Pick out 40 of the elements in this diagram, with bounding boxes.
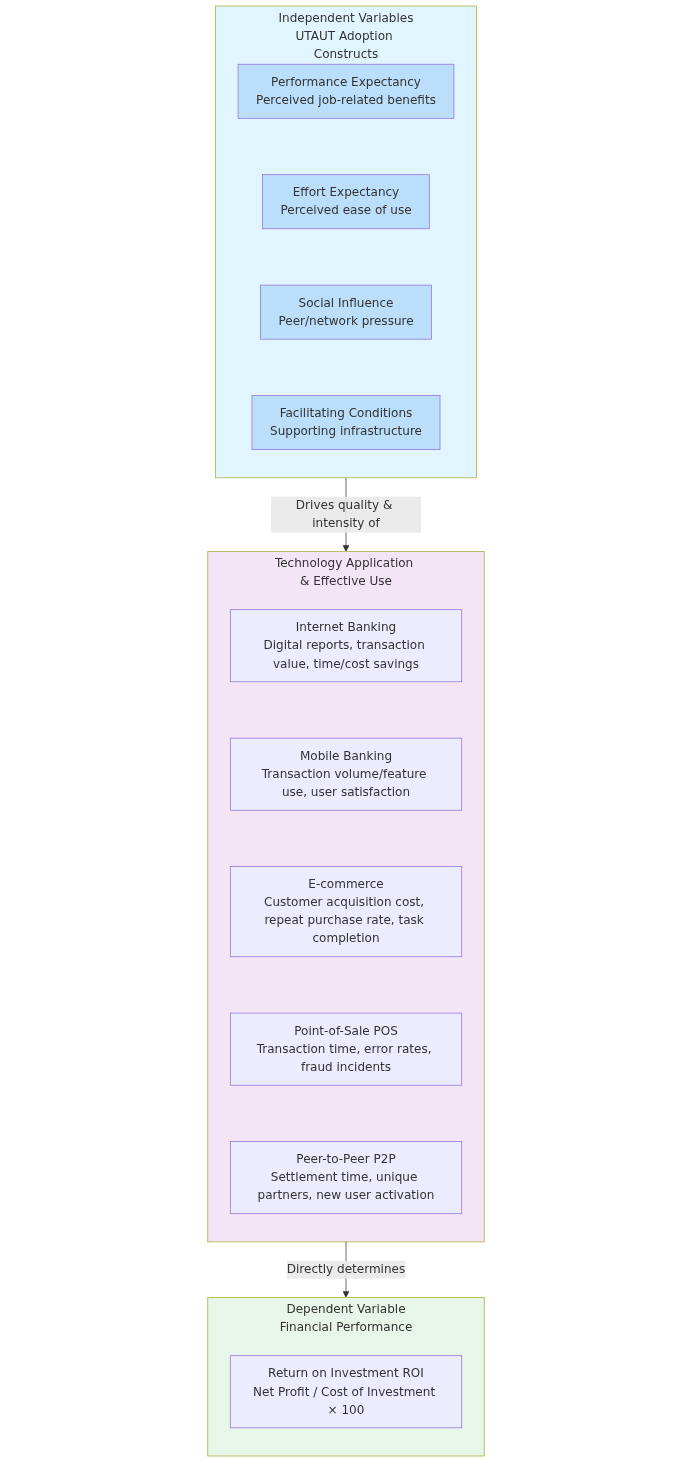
body-text: Perceived job-related benefits	[256, 91, 436, 110]
body-text: Transaction time, error rates, fraud incidents	[255, 1040, 433, 1076]
heading-text: Mobile Banking	[299, 747, 393, 765]
node-box	[251, 395, 441, 450]
heading-text: E-commerce	[307, 876, 385, 894]
body-text: Peer/network pressure	[278, 312, 414, 330]
node-box	[229, 1012, 463, 1086]
heading-text: Technology Application & Effective Use	[273, 554, 415, 591]
heading-text: Independent Variables	[277, 9, 415, 27]
body-text: Supporting infrastructure	[270, 423, 422, 441]
node-box	[229, 866, 463, 958]
heading-text: Performance Expectancy	[270, 73, 422, 92]
cluster	[207, 551, 485, 1243]
heading-text: Drives quality & intensity of	[294, 497, 394, 533]
node-box	[229, 1141, 463, 1215]
heading-text: Internet Banking	[294, 619, 398, 637]
body-text: Transaction volume/feature use, user satisfaction	[260, 765, 428, 801]
body-text: Settlement time, unique partners, new user activation	[256, 1169, 436, 1205]
heading-text: Effort Expectancy	[291, 184, 401, 202]
body-text: Digital reports, transaction value, time/cost savings	[262, 637, 426, 673]
heading-text: Facilitating Conditions	[278, 405, 414, 423]
body-text: Customer acquisition cost, repeat purchase rate, task completion	[263, 894, 426, 948]
cluster	[207, 1297, 485, 1457]
heading-text: Dependent Variable	[285, 1301, 407, 1319]
heading-text: Peer-to-Peer P2P	[295, 1151, 397, 1169]
node-box	[260, 284, 432, 340]
body-text: UTAUT Adoption Constructs	[294, 27, 394, 63]
heading-text: Directly determines	[286, 1261, 406, 1279]
body-text: Financial Performance	[279, 1319, 413, 1337]
cluster	[215, 5, 477, 479]
heading-text: Social Influence	[297, 294, 395, 312]
body-text: Net Profit / Cost of Investment × 100	[252, 1383, 437, 1419]
node-box	[229, 737, 463, 811]
node-box	[229, 1355, 463, 1429]
node-box	[229, 609, 463, 683]
heading-text: Point-of-Sale POS	[293, 1022, 399, 1040]
heading-text: Return on Investment ROI	[267, 1365, 425, 1383]
node-box	[262, 174, 430, 230]
body-text: Perceived ease of use	[280, 202, 412, 220]
node-box	[237, 63, 455, 119]
